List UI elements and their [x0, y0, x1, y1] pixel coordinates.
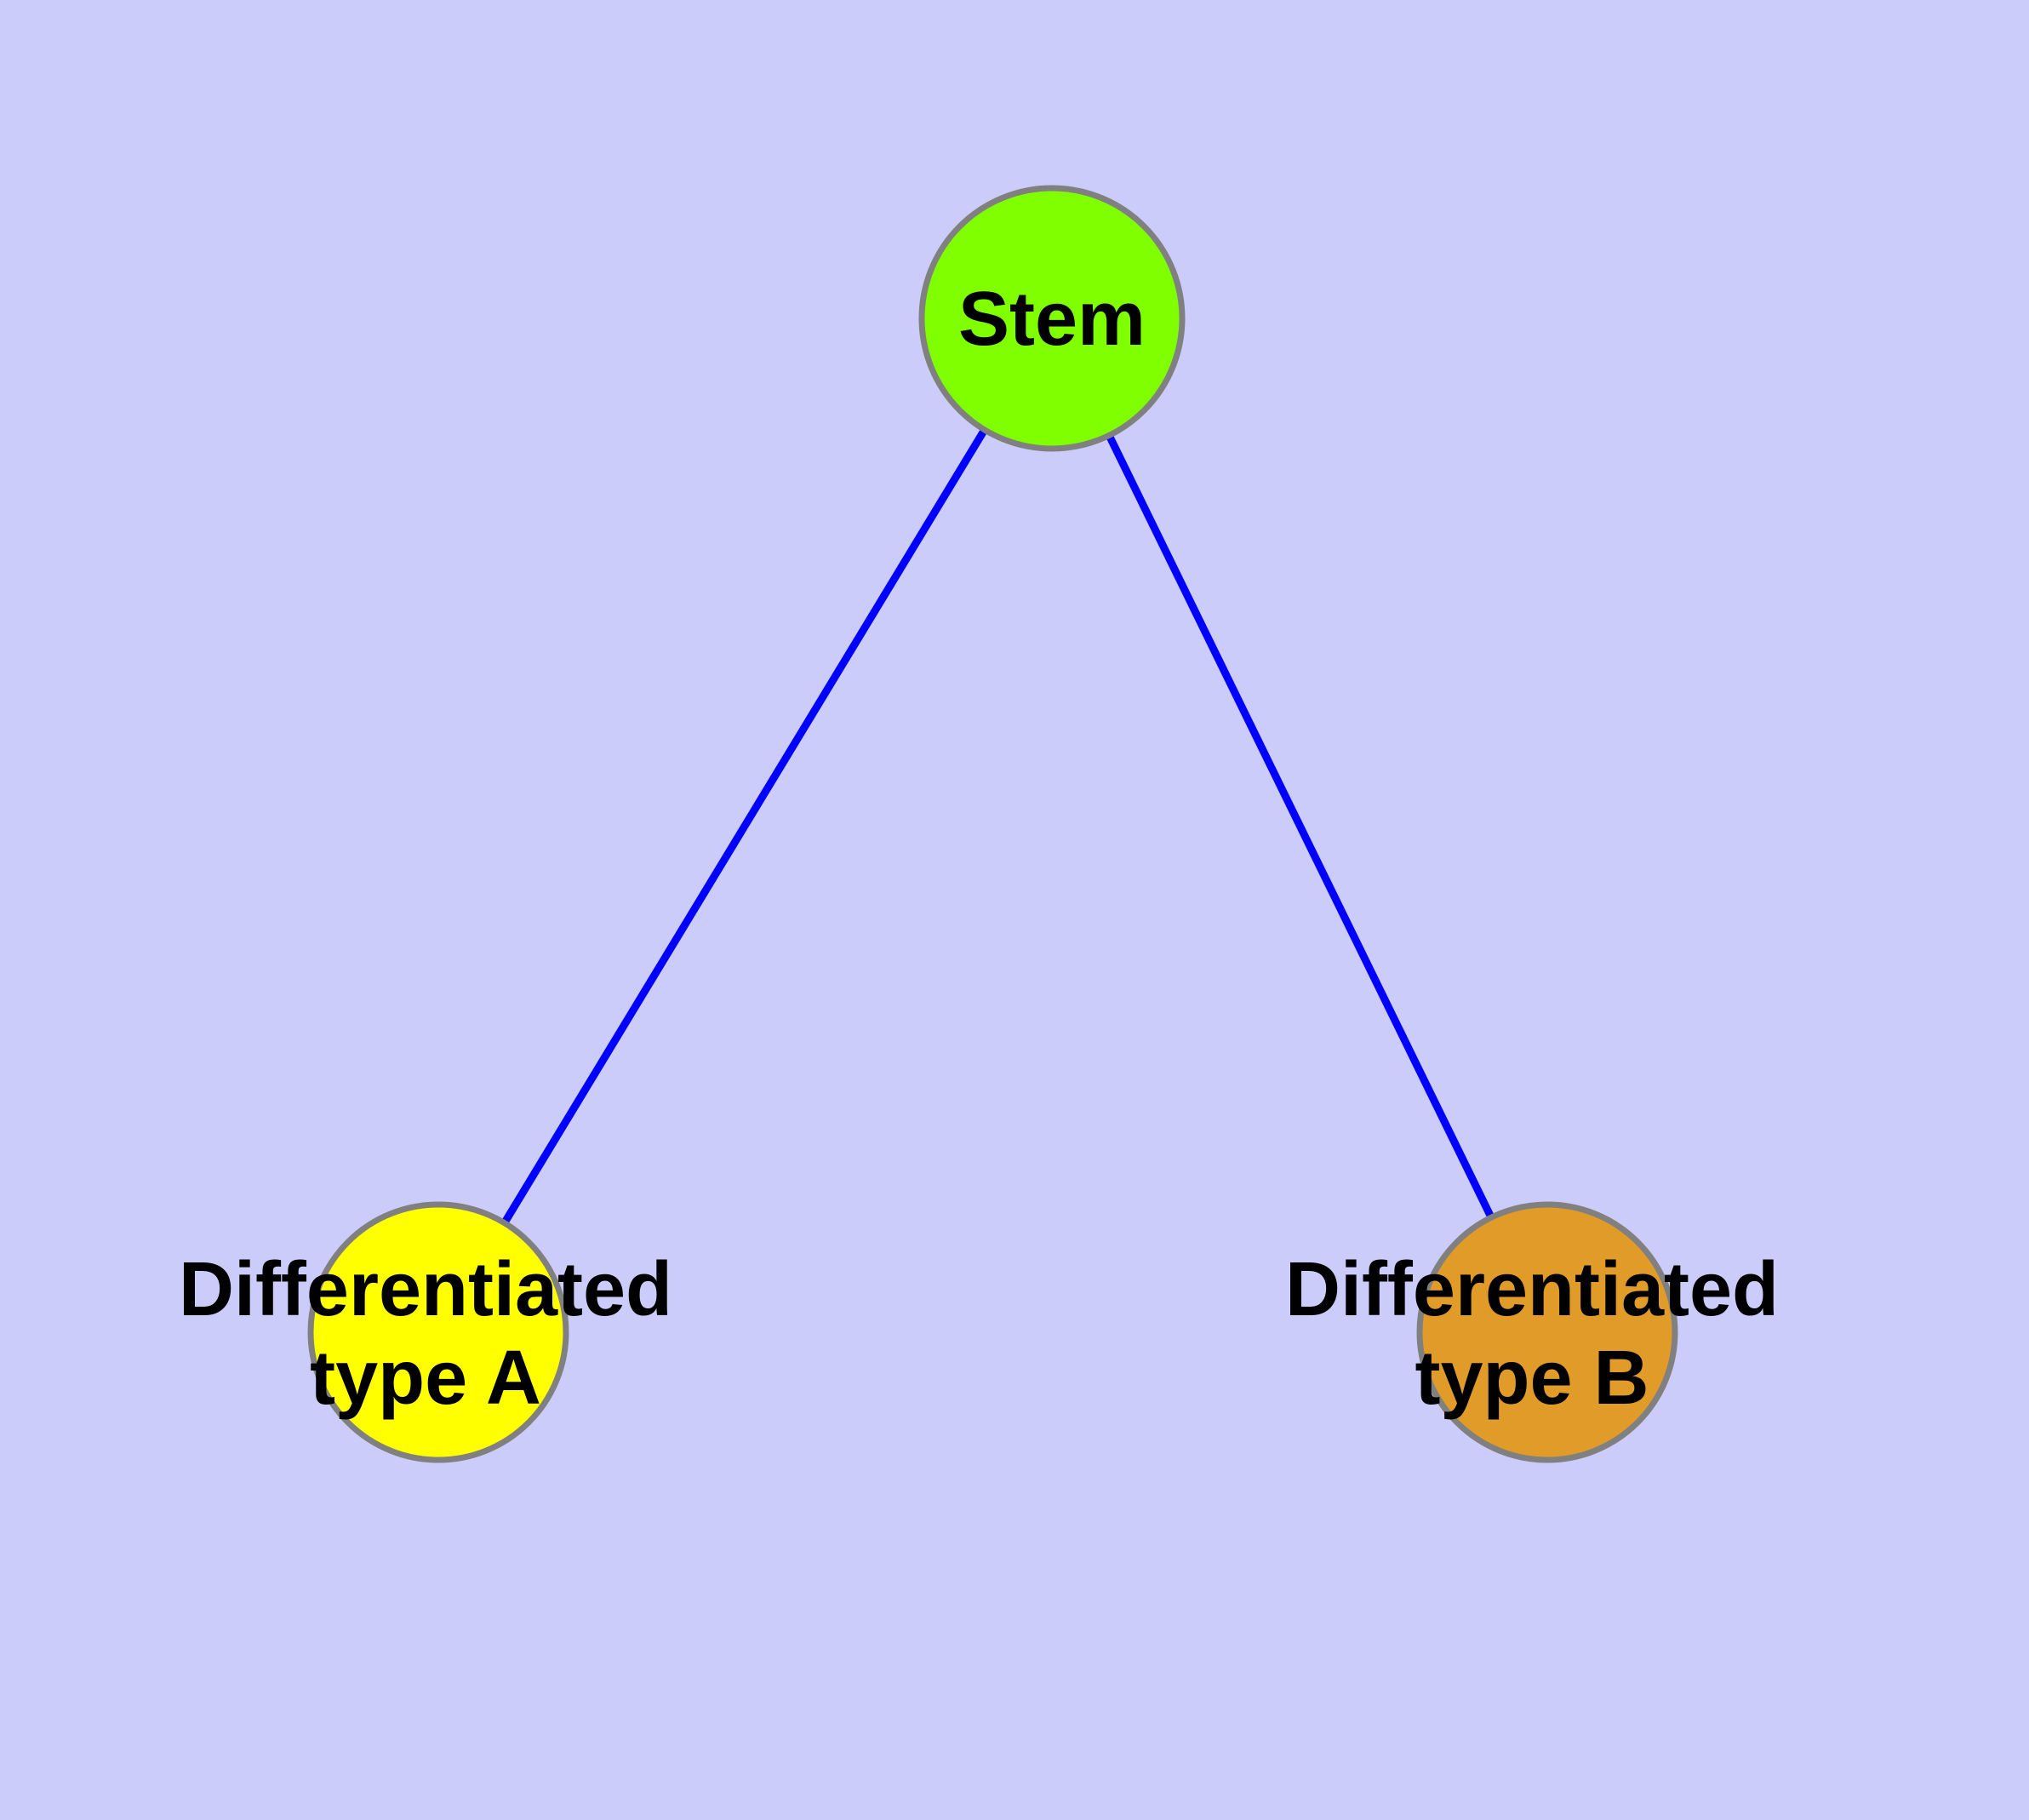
- node-differentiated-type-b-circle[interactable]: [1416, 1201, 1678, 1463]
- node-differentiated-type-b[interactable]: [1416, 1201, 1678, 1463]
- label-layer: Differentiated type A Differentiated typ…: [179, 1247, 1779, 1421]
- node-stem-label-line-1: Stem: [958, 277, 1146, 362]
- node-differentiated-type-a[interactable]: [307, 1201, 569, 1463]
- node-layer: Stem Differentiated type A Differentiate…: [179, 185, 1779, 1463]
- edge-stem-to-differentiated-type-b[interactable]: [1104, 430, 1496, 1222]
- node-differentiated-type-a-label-line-2: type A: [310, 1336, 541, 1421]
- node-stem[interactable]: Stem: [918, 185, 1186, 452]
- edge-stem-to-differentiated-type-a[interactable]: [499, 425, 990, 1228]
- node-differentiated-type-a-circle[interactable]: [307, 1201, 569, 1463]
- node-differentiated-type-b-label-line-2: type B: [1415, 1336, 1649, 1421]
- node-stem-circle[interactable]: [918, 185, 1186, 452]
- edge-layer: [499, 425, 1496, 1228]
- node-differentiated-type-a-label-line-1: Differentiated: [179, 1247, 672, 1332]
- node-differentiated-type-b-label-line-1: Differentiated: [1285, 1247, 1779, 1332]
